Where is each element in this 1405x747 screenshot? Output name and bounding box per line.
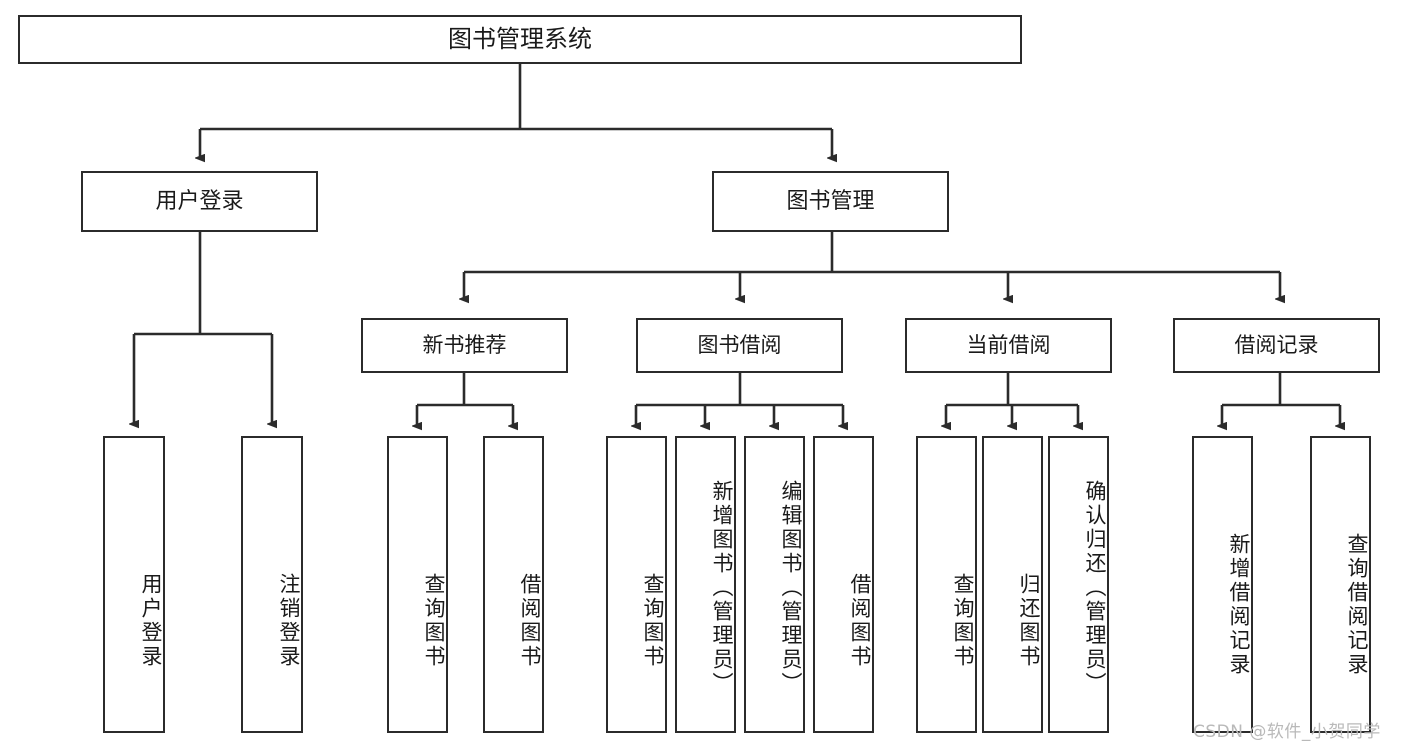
node-leaf-borrow-book-2-label: 借阅图书 bbox=[848, 572, 872, 669]
node-leaf-borrow-book-2[interactable]: 借阅图书 bbox=[813, 436, 874, 733]
node-leaf-user-login-label: 用户登录 bbox=[139, 572, 163, 669]
node-borrow-record[interactable]: 借阅记录 bbox=[1173, 318, 1380, 373]
node-user-login-label: 用户登录 bbox=[155, 188, 244, 214]
node-leaf-return-book-label: 归还图书 bbox=[1017, 572, 1041, 669]
node-leaf-add-record[interactable]: 新增借阅记录 bbox=[1192, 436, 1253, 733]
node-new-book-rec-label: 新书推荐 bbox=[422, 333, 507, 358]
node-current-borrow[interactable]: 当前借阅 bbox=[905, 318, 1112, 373]
node-leaf-add-book[interactable]: 新增图书（管理员） bbox=[675, 436, 736, 733]
node-leaf-add-book-label: 新增图书（管理员） bbox=[710, 479, 734, 696]
node-book-borrow[interactable]: 图书借阅 bbox=[636, 318, 843, 373]
node-leaf-return-book[interactable]: 归还图书 bbox=[982, 436, 1043, 733]
node-leaf-add-record-label: 新增借阅记录 bbox=[1227, 532, 1251, 677]
node-leaf-edit-book-label: 编辑图书（管理员） bbox=[779, 479, 803, 696]
node-leaf-edit-book[interactable]: 编辑图书（管理员） bbox=[744, 436, 805, 733]
node-book-manage[interactable]: 图书管理 bbox=[712, 171, 949, 232]
node-leaf-query-record-label: 查询借阅记录 bbox=[1345, 532, 1369, 677]
node-leaf-borrow-book-1-label: 借阅图书 bbox=[518, 572, 542, 669]
node-borrow-record-label: 借阅记录 bbox=[1234, 333, 1319, 358]
node-book-borrow-label: 图书借阅 bbox=[697, 333, 782, 358]
node-current-borrow-label: 当前借阅 bbox=[966, 333, 1051, 358]
node-leaf-query-book-2-label: 查询图书 bbox=[641, 572, 665, 669]
node-leaf-query-record[interactable]: 查询借阅记录 bbox=[1310, 436, 1371, 733]
node-user-login[interactable]: 用户登录 bbox=[81, 171, 318, 232]
node-root-label: 图书管理系统 bbox=[448, 25, 592, 54]
node-root[interactable]: 图书管理系统 bbox=[18, 15, 1022, 64]
node-leaf-query-book-3[interactable]: 查询图书 bbox=[916, 436, 977, 733]
node-leaf-confirm-return-label: 确认归还（管理员） bbox=[1083, 479, 1107, 696]
node-book-manage-label: 图书管理 bbox=[786, 188, 875, 214]
node-leaf-borrow-book-1[interactable]: 借阅图书 bbox=[483, 436, 544, 733]
node-leaf-query-book-2[interactable]: 查询图书 bbox=[606, 436, 667, 733]
node-leaf-logout-label: 注销登录 bbox=[277, 572, 301, 669]
node-new-book-rec[interactable]: 新书推荐 bbox=[361, 318, 568, 373]
node-leaf-logout[interactable]: 注销登录 bbox=[241, 436, 303, 733]
node-leaf-query-book-1[interactable]: 查询图书 bbox=[387, 436, 448, 733]
node-leaf-user-login[interactable]: 用户登录 bbox=[103, 436, 165, 733]
node-leaf-query-book-3-label: 查询图书 bbox=[951, 572, 975, 669]
node-leaf-query-book-1-label: 查询图书 bbox=[422, 572, 446, 669]
node-leaf-confirm-return[interactable]: 确认归还（管理员） bbox=[1048, 436, 1109, 733]
